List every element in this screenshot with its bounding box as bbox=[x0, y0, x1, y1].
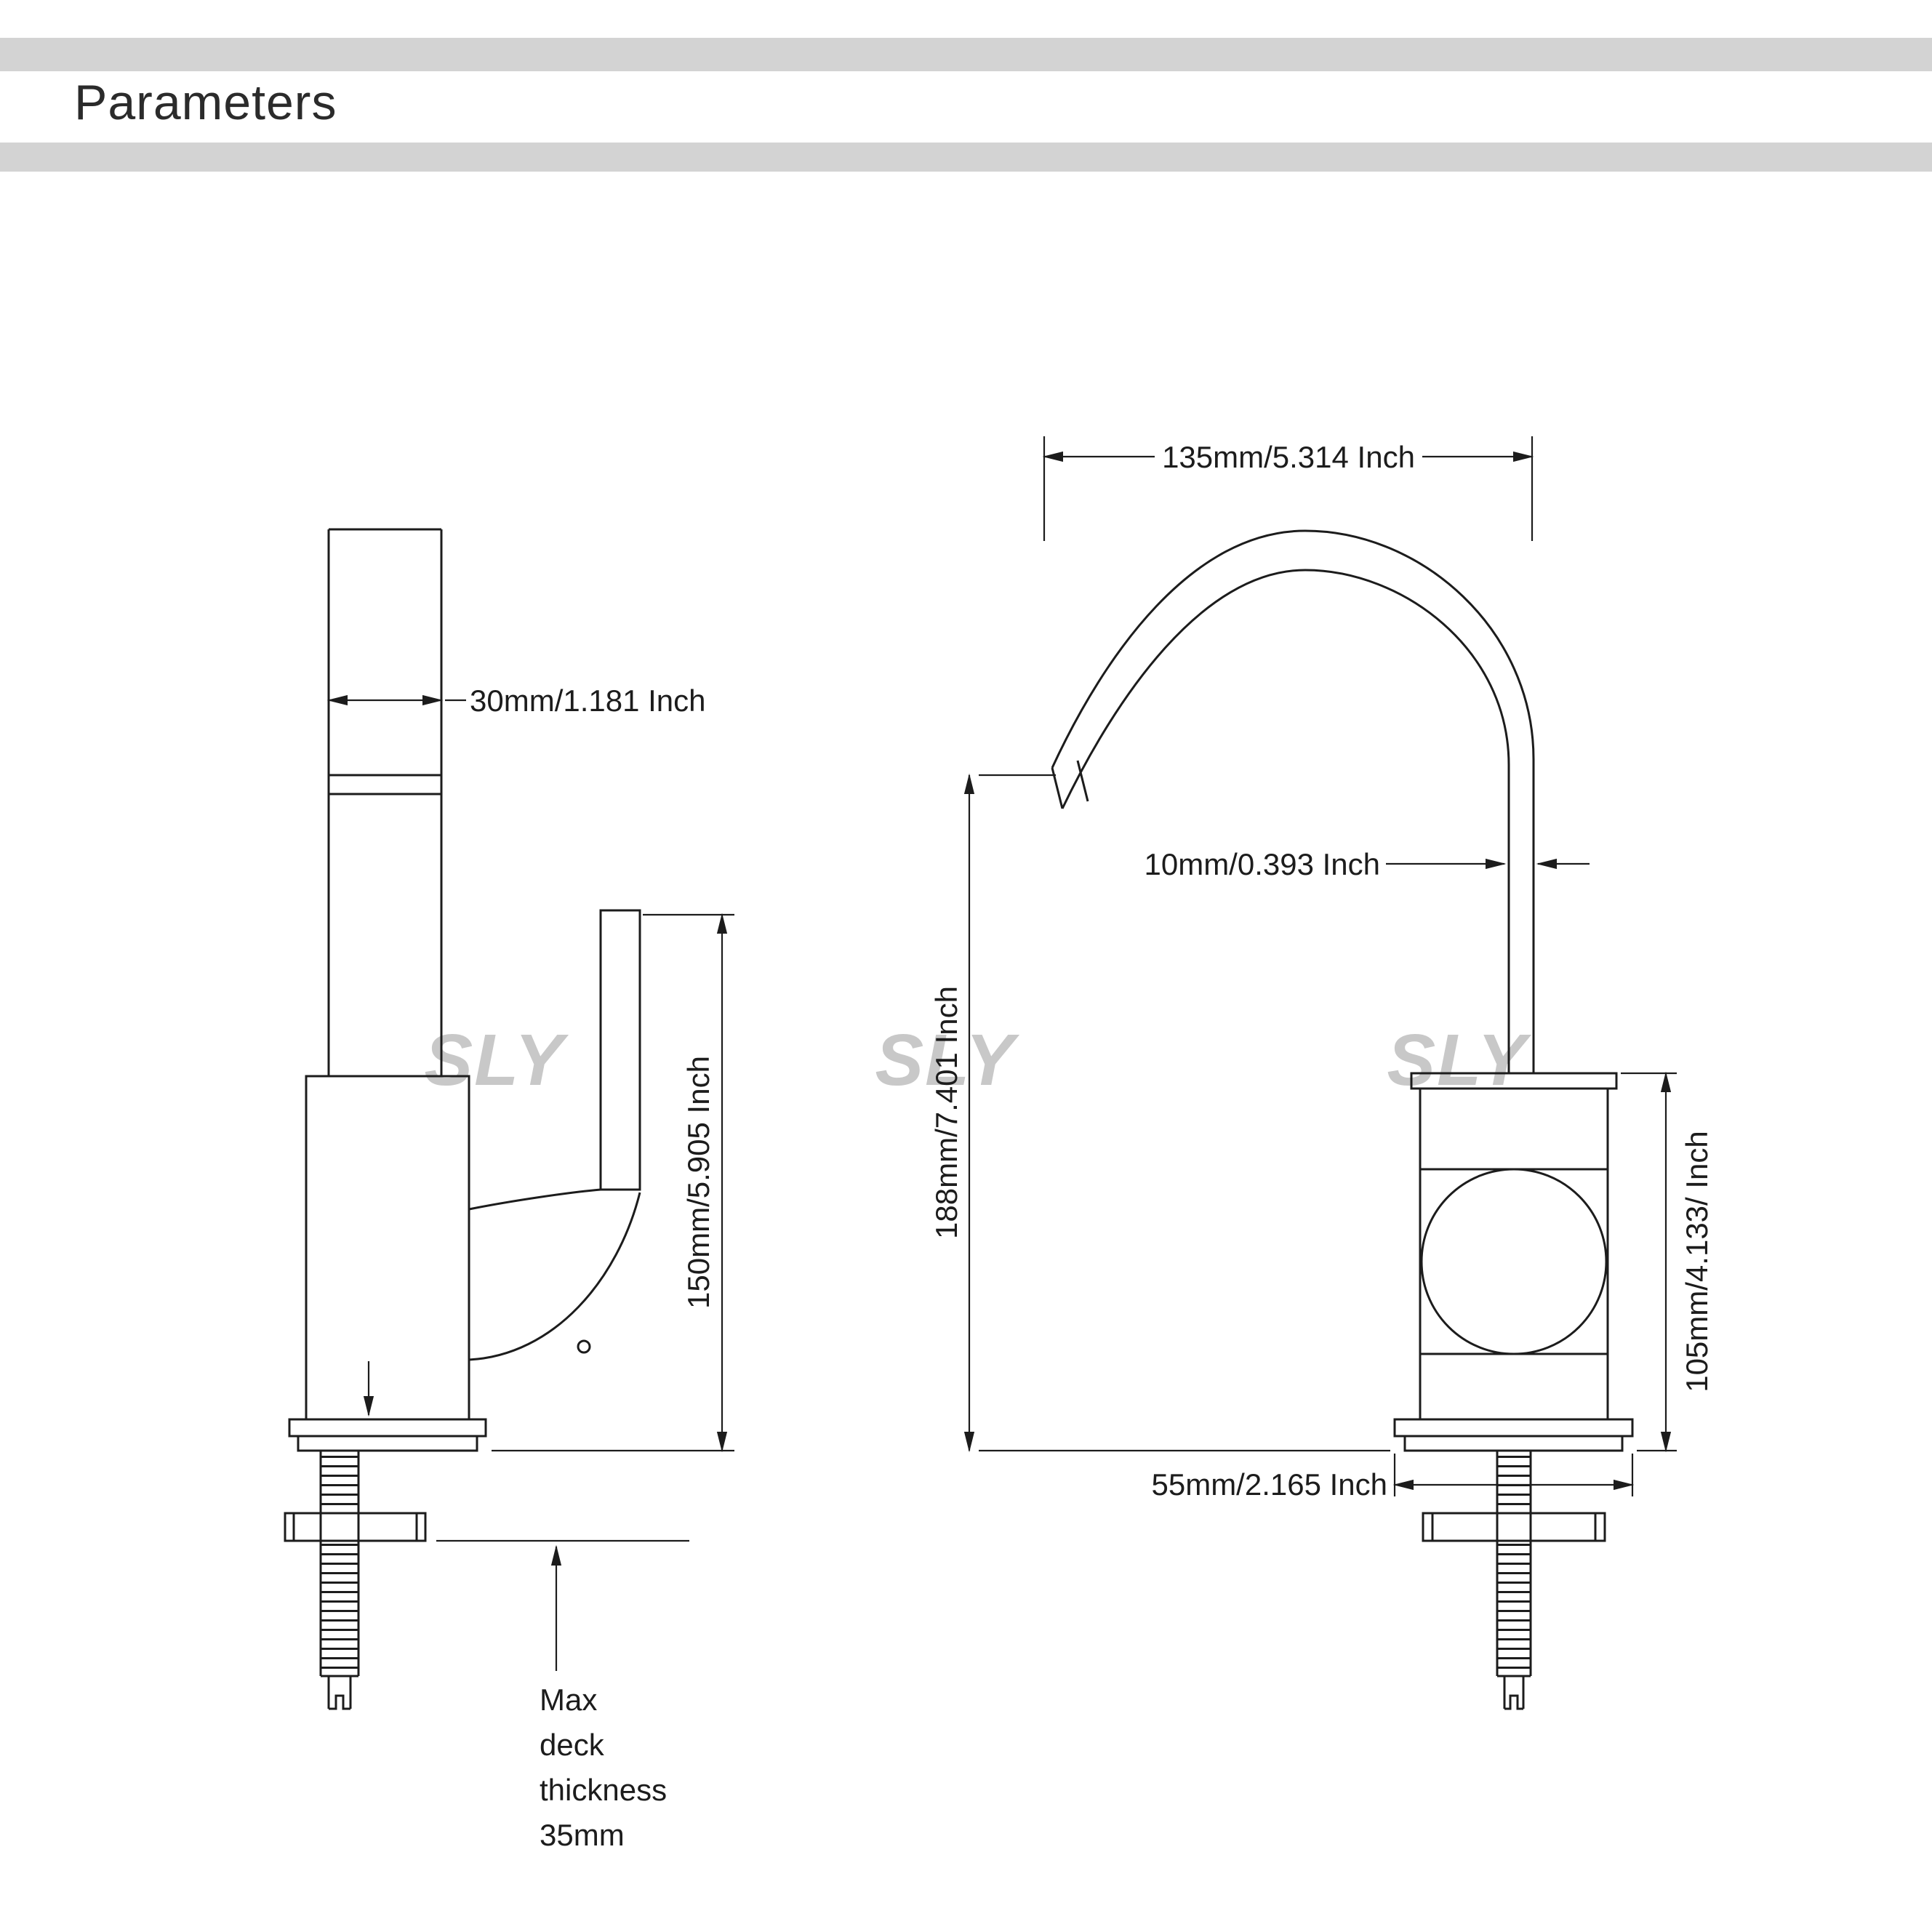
left-faucet-outline bbox=[284, 528, 641, 1710]
spout-outlet-face bbox=[1051, 767, 1064, 809]
body-outline bbox=[305, 1075, 470, 1421]
dim-right-height-label: 188mm/7.401 Inch bbox=[929, 986, 963, 1239]
dim-body-height-label: 105mm/4.133/ Inch bbox=[1680, 1131, 1714, 1392]
body-cylinder bbox=[1419, 1087, 1609, 1421]
dim-spout-width-label: 30mm/1.181 Inch bbox=[470, 684, 706, 718]
watermarks: SLY SLY SLY bbox=[424, 1019, 1530, 1101]
header-rule-bottom bbox=[0, 143, 1932, 172]
right-faucet-outline bbox=[1051, 529, 1634, 1710]
dim-base-width-label: 55mm/2.165 Inch bbox=[1151, 1467, 1387, 1502]
spout-outer-curve bbox=[1051, 529, 1535, 1073]
handle-set-screw bbox=[577, 1339, 591, 1354]
handle-knob bbox=[1420, 1168, 1608, 1355]
base-flange-upper bbox=[1393, 1418, 1634, 1438]
base-flange-upper bbox=[288, 1418, 487, 1438]
watermark-middle: SLY bbox=[875, 1019, 1019, 1101]
deck-note-line-3: thickness bbox=[540, 1773, 667, 1807]
spout-outlet-detail bbox=[1076, 760, 1089, 802]
handle-joint-bottom bbox=[468, 1192, 641, 1361]
dim-pipe-label: 10mm/0.393 Inch bbox=[1144, 847, 1380, 881]
handle-joint-top bbox=[468, 1188, 601, 1211]
dim-left-height-label: 150mm/5.905 Inch bbox=[681, 1056, 716, 1309]
deck-note-line-2: deck bbox=[540, 1728, 605, 1762]
left-view-dimensions bbox=[326, 694, 734, 1671]
header-rule-top bbox=[0, 38, 1932, 71]
base-flange-lower bbox=[1403, 1435, 1624, 1452]
mounting-plate bbox=[1422, 1512, 1606, 1542]
tip-slot bbox=[329, 1694, 350, 1710]
handle-bar bbox=[599, 909, 641, 1191]
base-flange-lower bbox=[297, 1435, 478, 1452]
mounting-plate bbox=[284, 1512, 427, 1542]
right-view-dimensions bbox=[963, 436, 1677, 1496]
page-title: Parameters bbox=[74, 75, 337, 130]
watermark-left: SLY bbox=[424, 1019, 569, 1101]
dim-reach-label: 135mm/5.314 Inch bbox=[1162, 440, 1415, 474]
deck-note-line-4: 35mm bbox=[540, 1818, 625, 1852]
tip-slot bbox=[1504, 1694, 1523, 1710]
deck-note: Max deck thickness 35mm bbox=[540, 1683, 667, 1852]
deck-note-line-1: Max bbox=[540, 1683, 597, 1717]
spout-inner-curve bbox=[1061, 569, 1510, 1073]
